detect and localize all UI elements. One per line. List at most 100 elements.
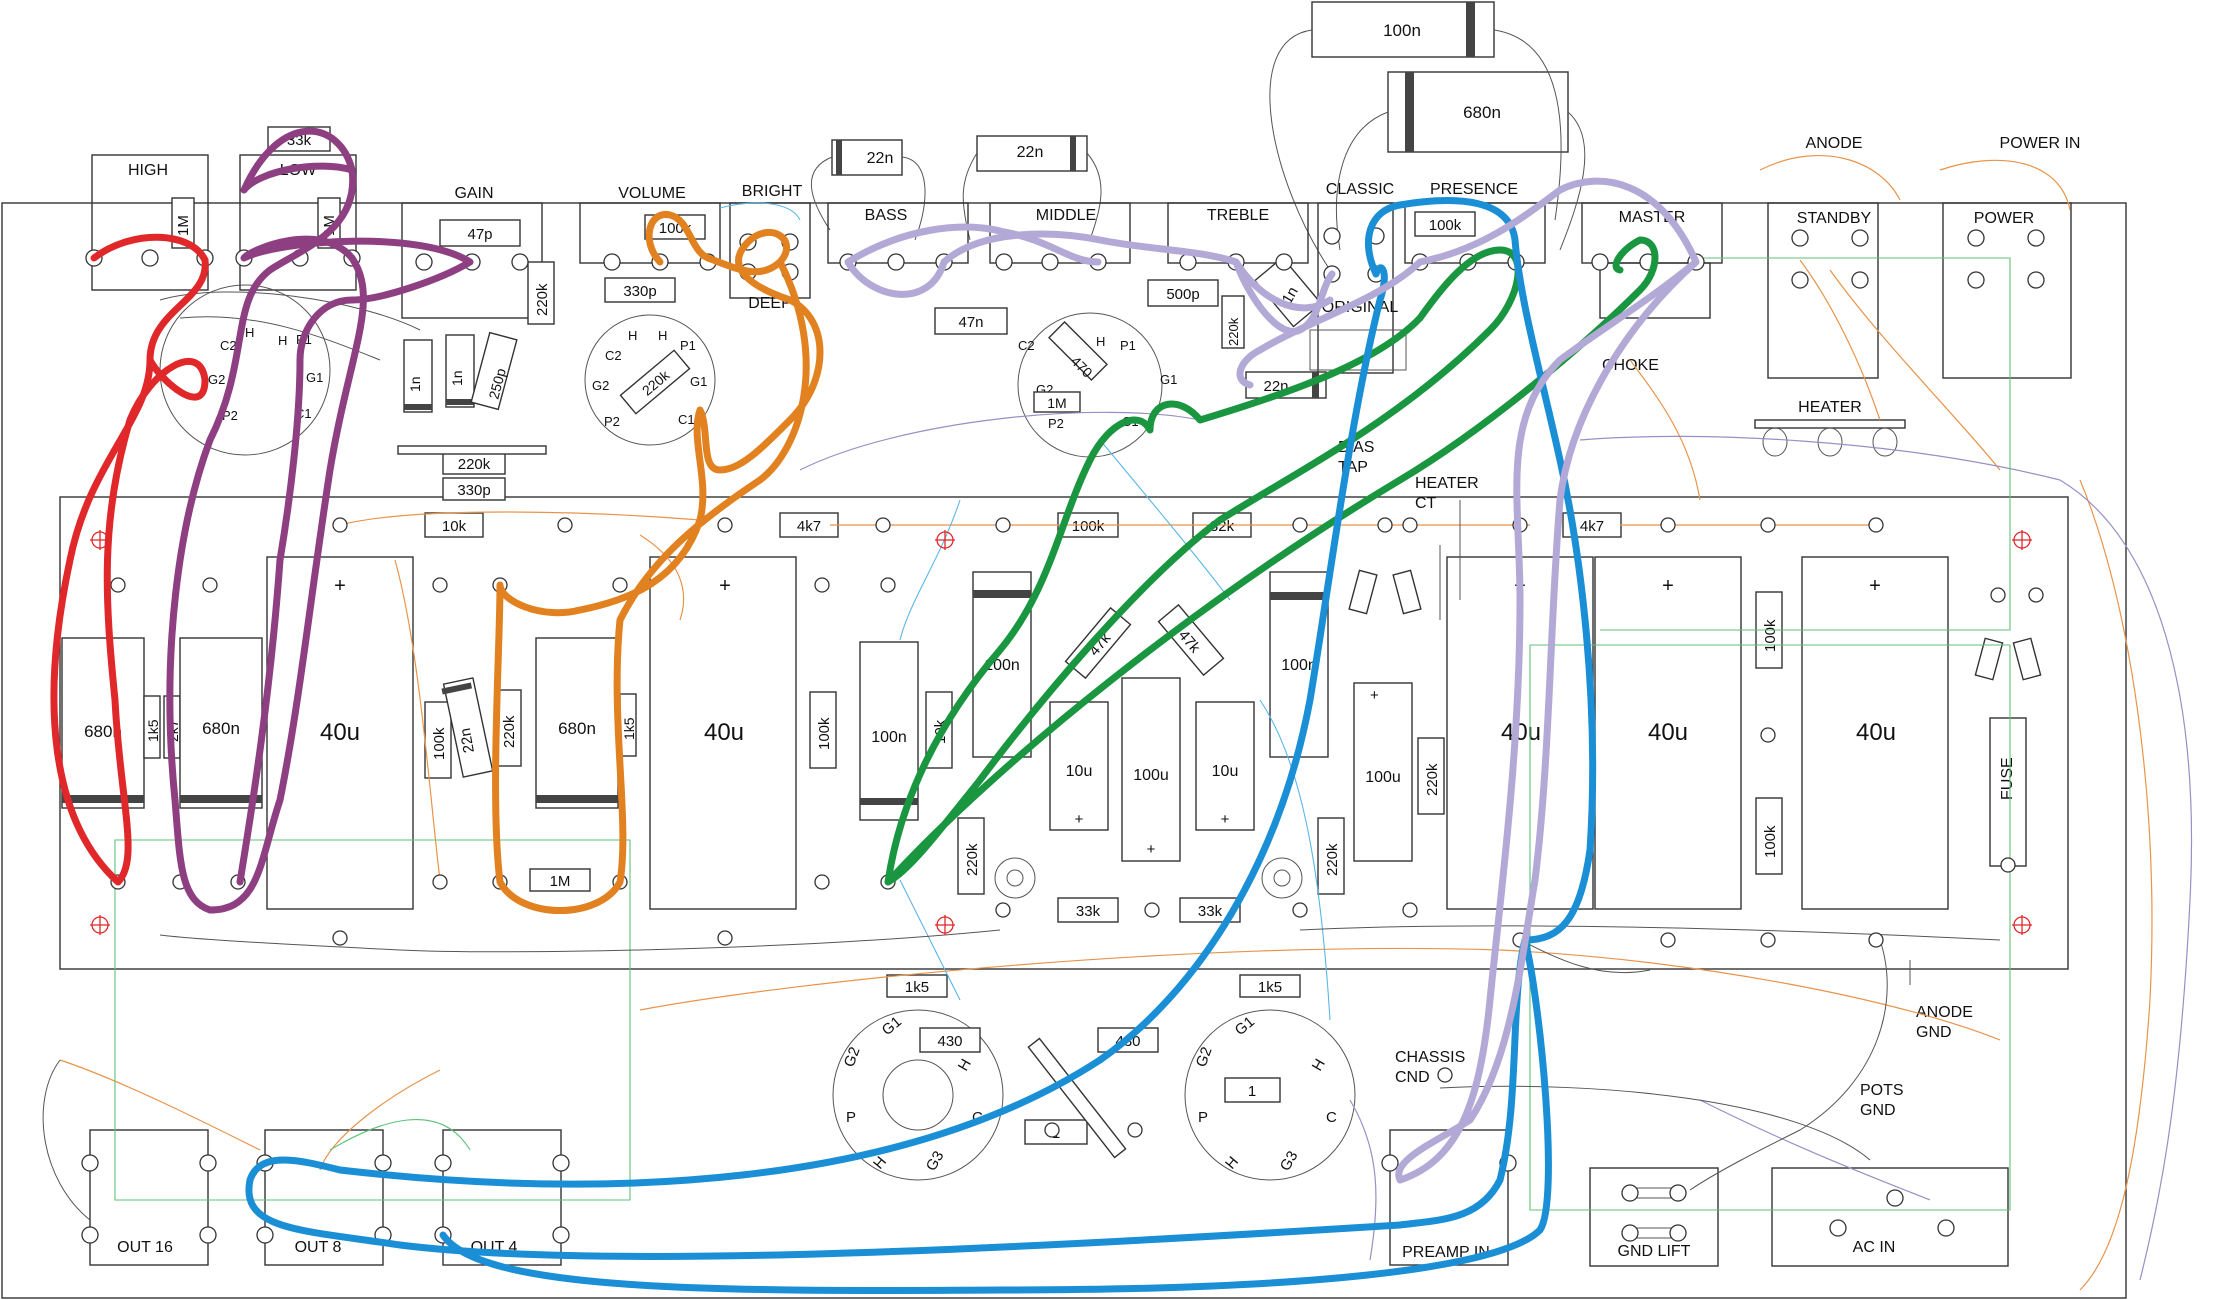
svg-text:680n: 680n [202,719,240,738]
resistor-1k5-a: 1k5 [143,695,161,759]
svg-text:+: + [334,575,346,597]
svg-text:22n: 22n [457,727,478,755]
wire-lavender [844,177,1700,1184]
svg-text:H: H [1096,334,1105,349]
svg-text:40u: 40u [1648,719,1688,746]
resistor-220k-d: 220k [1417,737,1445,815]
cap-100n-c: 100n [1269,571,1329,758]
svg-text:40u: 40u [320,719,360,746]
pot-presence: PRESENCE 100k [1404,181,1546,264]
cap-22n-c: 22n [441,677,494,778]
svg-text:HIGH: HIGH [128,162,168,179]
svg-text:1k5: 1k5 [621,717,637,740]
svg-text:100k: 100k [431,727,448,760]
cap-22n-a: 22n [831,139,903,176]
cap-47n: 47n [934,307,1008,335]
pots-gnd-label: POTS [1860,1082,1904,1099]
svg-text:+: + [1147,841,1156,858]
cap-100n-top: 100n [1311,1,1495,58]
svg-text:G2: G2 [208,372,225,387]
cap-500p: 500p [1147,279,1219,307]
svg-text:4k7: 4k7 [797,518,821,535]
mounting-marks [90,530,2032,935]
svg-text:STANDBY: STANDBY [1797,210,1872,227]
svg-text:100n: 100n [1281,657,1317,674]
svg-text:100k: 100k [1429,217,1462,234]
svg-text:P2: P2 [222,408,238,423]
pots-gnd-label-2: GND [1860,1102,1896,1119]
svg-text:1M: 1M [175,215,192,236]
resistor-47k-a: 47k [1064,606,1132,680]
svg-text:220k: 220k [458,456,491,473]
cap-100n-a: 100n [859,641,919,821]
heater-strip: HEATER [1754,399,1906,457]
svg-text:100k: 100k [816,717,833,750]
svg-text:POWER: POWER [1974,210,2034,227]
chassis-gnd-label-2: CND [1395,1069,1430,1086]
svg-text:H: H [955,1056,975,1074]
svg-text:BASS: BASS [865,207,908,224]
cap-40u-4: + 40u [1594,556,1742,910]
jack-out16: OUT 16 [89,1129,209,1266]
wire-red [50,233,209,886]
svg-text:22n: 22n [1017,144,1044,161]
svg-text:G1: G1 [879,1013,905,1039]
wire-green [884,236,1659,886]
svg-text:220k: 220k [1226,317,1241,346]
svg-text:ANODE: ANODE [1806,135,1863,152]
svg-text:C1: C1 [678,412,695,427]
svg-text:G1: G1 [306,370,323,385]
jack-out8: OUT 8 [264,1129,384,1266]
svg-text:P1: P1 [680,338,696,353]
svg-text:220k: 220k [501,715,518,748]
svg-text:40u: 40u [1856,719,1896,746]
svg-text:680n: 680n [1463,103,1501,122]
svg-text:OUT 8: OUT 8 [295,1239,342,1256]
svg-text:1k5: 1k5 [905,979,929,996]
svg-text:FUSE: FUSE [1999,757,2016,800]
svg-text:P: P [846,1109,856,1126]
svg-text:100u: 100u [1133,767,1169,784]
svg-text:G3: G3 [923,1148,948,1174]
trimmer-left: 220k [957,817,1036,899]
svg-text:1n: 1n [407,376,423,392]
svg-text:33k: 33k [1198,903,1223,920]
svg-text:1k5: 1k5 [1258,979,1282,996]
trimmer-right: 220k [1261,817,1345,899]
heater-ct-label-2: CT [1415,495,1437,512]
svg-text:1M: 1M [550,873,571,890]
svg-text:+: + [1221,811,1230,828]
svg-text:22n: 22n [867,150,894,167]
svg-text:1M: 1M [1047,395,1066,411]
resistor-1M-c: 1M [529,868,591,892]
svg-text:H: H [278,333,287,348]
svg-text:C2: C2 [220,338,237,353]
resistor-33k-a: 33k [1057,897,1119,923]
svg-text:40u: 40u [1501,719,1541,746]
svg-text:220k: 220k [1424,763,1441,796]
svg-text:HEATER: HEATER [1798,399,1862,416]
cap-22n-b: 22n [976,135,1088,172]
resistor-100k-f: 100k [1755,797,1783,875]
cap-40u-2: + 40u [649,556,797,910]
svg-text:1: 1 [1248,1083,1256,1100]
svg-text:4k7: 4k7 [1580,518,1604,535]
resistor-100k-d: 100k [809,691,837,769]
svg-text:PRESENCE: PRESENCE [1430,181,1518,198]
valve-v3: C2 G2 P2 H H P1 G1 C1 470 1M [1017,312,1177,458]
svg-text:TREBLE: TREBLE [1207,207,1269,224]
power-valve-left: G2 G1 P H G3 C H 1k5 430 [832,974,1004,1181]
tone-caps-wire [810,152,1102,241]
svg-text:10k: 10k [442,518,467,535]
svg-text:G2: G2 [1193,1045,1216,1070]
svg-text:H: H [245,325,254,340]
svg-text:G2: G2 [841,1045,864,1070]
svg-text:10u: 10u [1066,763,1093,780]
cap-100u-b: + 100u [1353,682,1413,862]
svg-text:G1: G1 [1160,372,1177,387]
svg-text:G1: G1 [690,374,707,389]
pot-middle: MIDDLE [989,202,1131,264]
svg-text:POWER IN: POWER IN [2000,135,2081,152]
cap-680n-top: 680n [1387,71,1569,153]
